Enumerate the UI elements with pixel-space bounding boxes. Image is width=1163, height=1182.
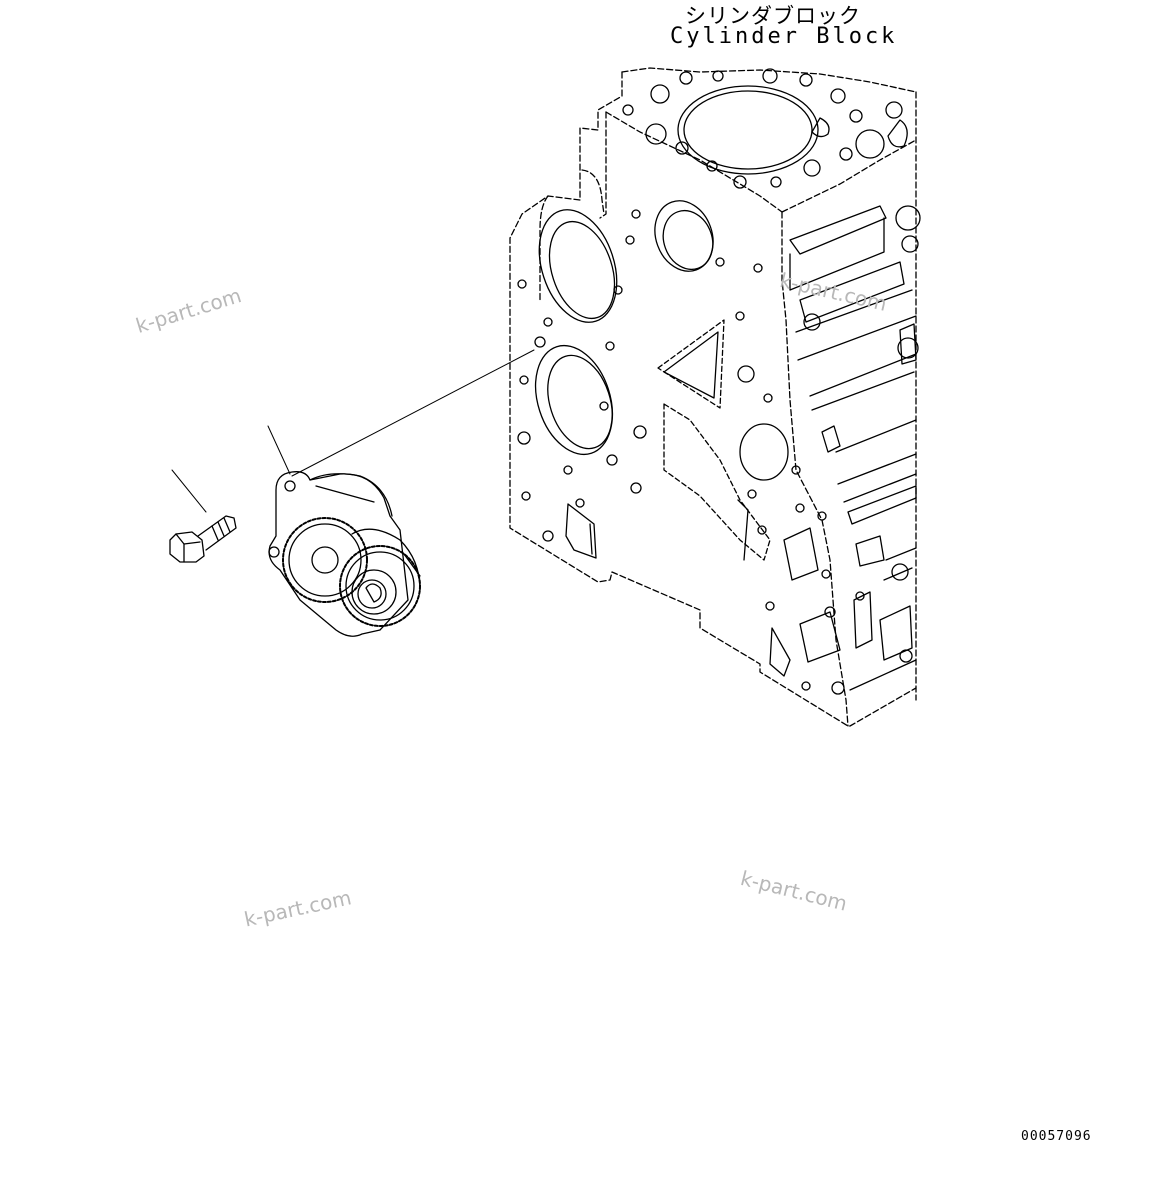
block-side-details xyxy=(738,92,920,700)
leader-lines xyxy=(172,350,534,512)
front-face-bolt-holes xyxy=(518,210,864,694)
oil-pump-assembly xyxy=(269,472,420,637)
cylinder-block xyxy=(510,68,916,726)
flange-bolt xyxy=(170,516,236,562)
cylinder-bore-top xyxy=(623,69,907,188)
drawing-number: 00057096 xyxy=(1021,1129,1092,1144)
cylinder-block-label-en: Cylinder Block xyxy=(670,24,898,49)
front-face-bores xyxy=(522,193,788,560)
cylinder-block-label-jp: シリンダブロック xyxy=(685,4,861,28)
